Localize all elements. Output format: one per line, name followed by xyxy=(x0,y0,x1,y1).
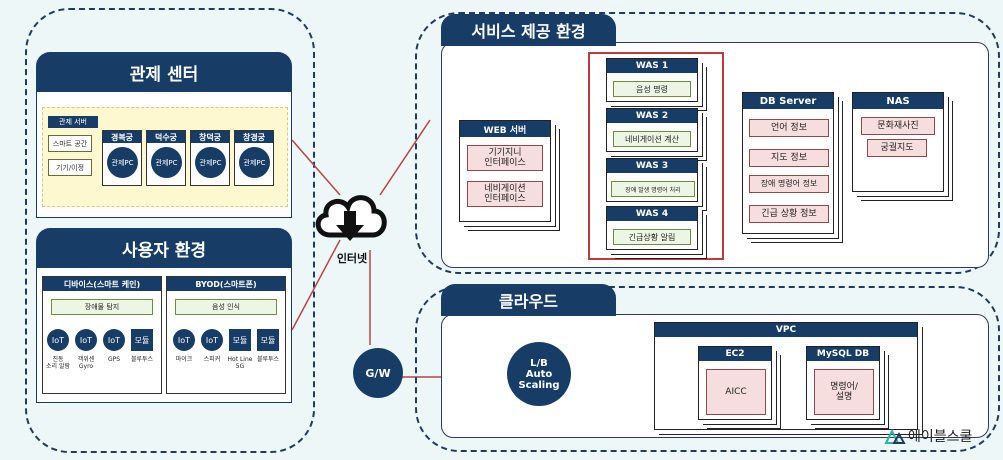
user-env-panel: 사용자 환경 디바이스(스마트 케인) 장애물 탐지 IoT 진동 소리 알람 … xyxy=(36,228,292,403)
ec2-card: EC2 AICC xyxy=(698,346,772,420)
iot-node: IoT xyxy=(103,329,125,351)
byod-label: 마이크 xyxy=(175,356,193,363)
cloud-dashed-region xyxy=(415,286,1000,452)
palace-card-4: 창경궁 관제PC xyxy=(234,130,274,186)
service-title: 서비스 제공 환경 xyxy=(441,14,616,46)
device-label: GPS xyxy=(107,356,121,363)
mysql-card: MySQL DB 명령어/ 설명 xyxy=(806,346,880,420)
nas-card: NAS 문화재사진 궁궐지도 xyxy=(852,92,944,192)
line-user-to-cloud xyxy=(291,239,341,331)
control-pc-node: 관제PC xyxy=(151,147,182,178)
ec2-title: EC2 xyxy=(699,347,771,361)
byod-group: BYOD(스마트폰) 음성 인식 IoT 마이크 IoT 스피커 모듈 Hot … xyxy=(166,276,286,394)
db-server-card: DB Server 언어 정보 지도 정보 장애 명령어 정보 긴급 상황 정보 xyxy=(742,92,834,234)
device-label: 객위센 Gyro xyxy=(77,356,95,370)
web-interface-1: 기기지니 인터페이스 xyxy=(467,145,543,171)
byod-group-title: BYOD(스마트폰) xyxy=(167,277,285,291)
was-3: WAS 3 장애 발생 명령어 처리 xyxy=(606,158,698,202)
nas-title: NAS xyxy=(853,93,943,109)
byod-feature: 음성 인식 xyxy=(175,299,277,315)
vpc-title: VPC xyxy=(655,323,917,337)
was-function: 음성 명령 xyxy=(613,81,691,97)
was-title: WAS 2 xyxy=(607,109,697,123)
server-item-device: 기기/이정 xyxy=(48,159,92,176)
nas-item: 궁궐지도 xyxy=(867,139,927,157)
was-function: 긴급상황 알림 xyxy=(613,229,691,245)
logo-text: 에이블스쿨 xyxy=(908,429,973,445)
device-group-title: 디바이스(스마트 케인) xyxy=(43,277,161,291)
line-control-to-cloud xyxy=(291,139,341,196)
was-1: WAS 1 음성 명령 xyxy=(606,58,698,102)
was-2: WAS 2 네비게이션 계산 xyxy=(606,108,698,152)
was-function: 장애 발생 명령어 처리 xyxy=(611,181,695,197)
control-center-title: 관제 센터 xyxy=(36,52,292,92)
gateway-node: G/W xyxy=(353,348,403,398)
palace-name: 창덕궁 xyxy=(191,131,229,143)
palace-card-1: 경복궁 관제PC xyxy=(102,130,142,186)
internet-cloud-icon xyxy=(310,185,390,245)
mysql-item: 명령어/ 설명 xyxy=(814,369,874,415)
iot-node: IoT xyxy=(47,329,69,351)
user-env-title: 사용자 환경 xyxy=(36,228,292,268)
control-pc-node: 관제PC xyxy=(195,147,226,178)
control-pc-node: 관제PC xyxy=(107,147,138,178)
palace-card-3: 창덕궁 관제PC xyxy=(190,130,230,186)
was-4: WAS 4 긴급상황 알림 xyxy=(606,206,698,250)
web-server-title: WEB 서버 xyxy=(460,121,550,137)
logo-mark-icon xyxy=(884,428,906,444)
palace-name: 경복궁 xyxy=(103,131,141,143)
module-node: 모듈 xyxy=(257,329,279,351)
server-item-smart-space: 스마트 공간 xyxy=(48,135,92,152)
byod-label: 블루투스 xyxy=(256,356,280,363)
byod-label: 스피커 xyxy=(203,356,221,363)
db-item: 장애 명령어 정보 xyxy=(749,175,829,193)
logo: 에이블스쿨 xyxy=(884,424,994,448)
cloud-title: 클라우드 xyxy=(441,284,616,316)
nas-item: 문화재사진 xyxy=(861,117,935,135)
db-item: 지도 정보 xyxy=(749,149,829,167)
device-label: 블루투스 xyxy=(130,356,154,363)
load-balancer-node: L/B Auto Scaling xyxy=(507,342,571,406)
was-title: WAS 4 xyxy=(607,207,697,221)
was-title: WAS 3 xyxy=(607,159,697,173)
byod-label: Hot Line 5G xyxy=(227,356,253,370)
line-cloud-to-service xyxy=(379,119,431,196)
device-label: 진동 소리 알람 xyxy=(46,356,70,370)
control-server-label: 관제 서버 xyxy=(48,116,98,128)
device-feature: 장애물 탐지 xyxy=(51,299,153,315)
db-item: 긴급 상황 정보 xyxy=(749,205,829,223)
palace-name: 덕수궁 xyxy=(147,131,185,143)
db-item: 언어 정보 xyxy=(749,119,829,137)
web-interface-2: 네비게이션 인터페이스 xyxy=(467,181,543,207)
control-center-panel: 관제 센터 관제 서버 스마트 공간 기기/이정 경복궁 관제PC 덕수궁 관제… xyxy=(36,52,292,218)
internet-label: 인터넷 xyxy=(336,252,368,265)
service-dashed-region xyxy=(415,12,1000,274)
was-function: 네비게이션 계산 xyxy=(613,131,691,147)
palace-card-2: 덕수궁 관제PC xyxy=(146,130,186,186)
mysql-title: MySQL DB xyxy=(807,347,879,361)
ec2-item: AICC xyxy=(706,369,766,415)
iot-node: IoT xyxy=(201,329,223,351)
device-group: 디바이스(스마트 케인) 장애물 탐지 IoT 진동 소리 알람 IoT 객위센… xyxy=(42,276,162,394)
iot-node: IoT xyxy=(173,329,195,351)
left-dashed-region xyxy=(25,8,315,453)
module-node: 모듈 xyxy=(229,329,251,351)
db-server-title: DB Server xyxy=(743,93,833,109)
iot-node: IoT xyxy=(75,329,97,351)
module-node: 모듈 xyxy=(131,329,153,351)
was-title: WAS 1 xyxy=(607,59,697,73)
control-pc-node: 관제PC xyxy=(239,147,270,178)
web-server-card: WEB 서버 기기지니 인터페이스 네비게이션 인터페이스 xyxy=(459,120,551,222)
palace-name: 창경궁 xyxy=(235,131,273,143)
